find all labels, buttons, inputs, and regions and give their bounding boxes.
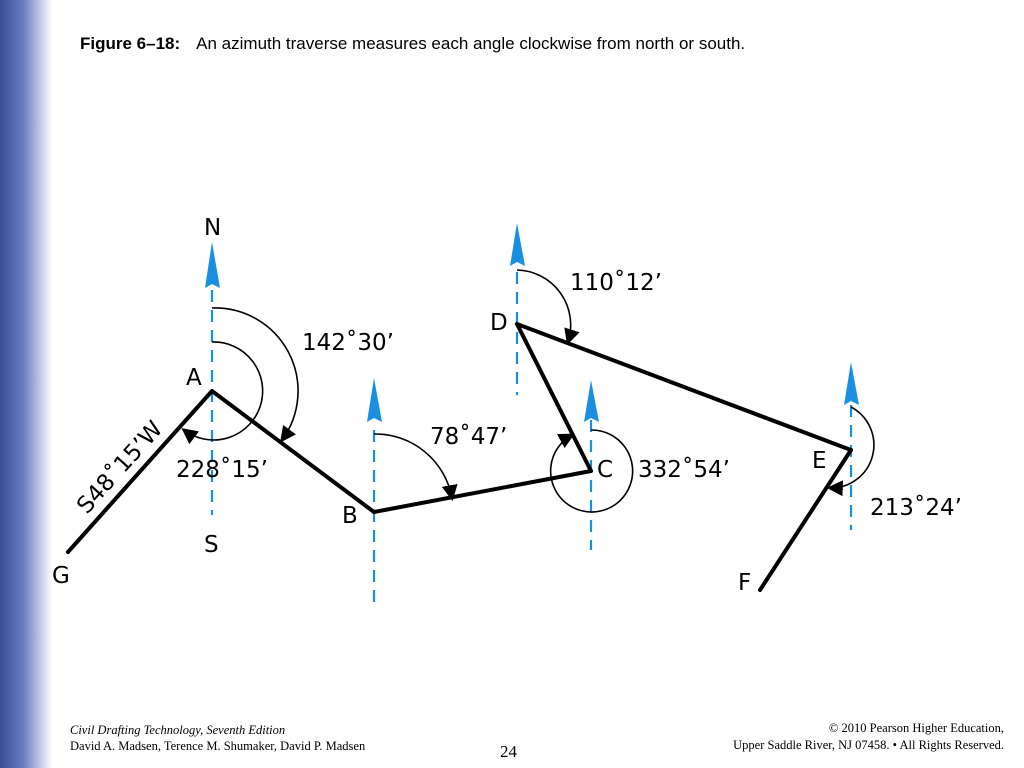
angle-label-a-south: 228˚15’: [176, 456, 268, 483]
north-arrow-icon-d: [510, 223, 525, 266]
figure-label: Figure 6–18:: [80, 34, 181, 53]
traverse-line-a-b: [210, 389, 376, 514]
angle-arc-b: [373, 433, 458, 502]
north-arrow-icon-b: [367, 378, 382, 422]
angle-label-c: 332˚54’: [638, 456, 730, 483]
station-label-f: F: [738, 570, 751, 596]
angle-label-e: 213˚24’: [870, 494, 962, 521]
side-gradient-band: [0, 0, 52, 768]
south-label: S: [204, 532, 219, 558]
angle-arc-c: [549, 429, 634, 513]
footer-book-title: Civil Drafting Technology, Seventh Editi…: [70, 723, 286, 737]
footer-book-info: Civil Drafting Technology, Seventh Editi…: [70, 722, 365, 754]
angle-arc-d: [516, 269, 580, 346]
figure-caption-text: An azimuth traverse measures each angle …: [196, 34, 746, 53]
angle-arc-a-south: [181, 341, 264, 445]
angle-arc-a-north: [211, 307, 299, 443]
station-label-b: B: [342, 503, 358, 529]
footer-copyright: © 2010 Pearson Higher Education, Upper S…: [733, 720, 1004, 754]
station-label-g: G: [52, 563, 70, 589]
traverse-line-d-e: [515, 322, 853, 452]
traverse-line-b-c: [372, 469, 593, 514]
angle-arc-e: [826, 406, 875, 497]
angle-label-d: 110˚12’: [570, 269, 662, 296]
figure-caption: Figure 6–18: An azimuth traverse measures…: [80, 34, 745, 54]
north-arrow-icon-e: [844, 362, 859, 405]
footer-authors: David A. Madsen, Terence M. Shumaker, Da…: [70, 739, 366, 753]
north-label: N: [204, 215, 221, 241]
page-number: 24: [500, 742, 517, 761]
station-label-d: D: [490, 310, 508, 336]
traverse-line-e-f: [758, 448, 853, 592]
angle-label-a-north: 142˚30’: [302, 329, 394, 356]
traverse-line-c-d: [515, 322, 593, 473]
station-label-e: E: [812, 448, 827, 474]
north-arrow-icon-c: [584, 380, 599, 422]
bearing-label-g-a: S48˚15’W: [71, 416, 168, 519]
north-arrow-icon-a: [205, 242, 220, 288]
traverse-line-g-a: [66, 389, 214, 554]
angle-label-b: 78˚47’: [430, 423, 507, 450]
station-label-c: C: [597, 457, 613, 483]
station-label-a: A: [186, 365, 202, 391]
footer-copyright-line: © 2010 Pearson Higher Education,: [828, 721, 1004, 735]
footer-address: Upper Saddle River, NJ 07458. • All Righ…: [733, 738, 1004, 752]
azimuth-traverse-diagram: A B C D E F G N S 142˚30’ 228˚15’ 78˚47’…: [52, 215, 962, 605]
